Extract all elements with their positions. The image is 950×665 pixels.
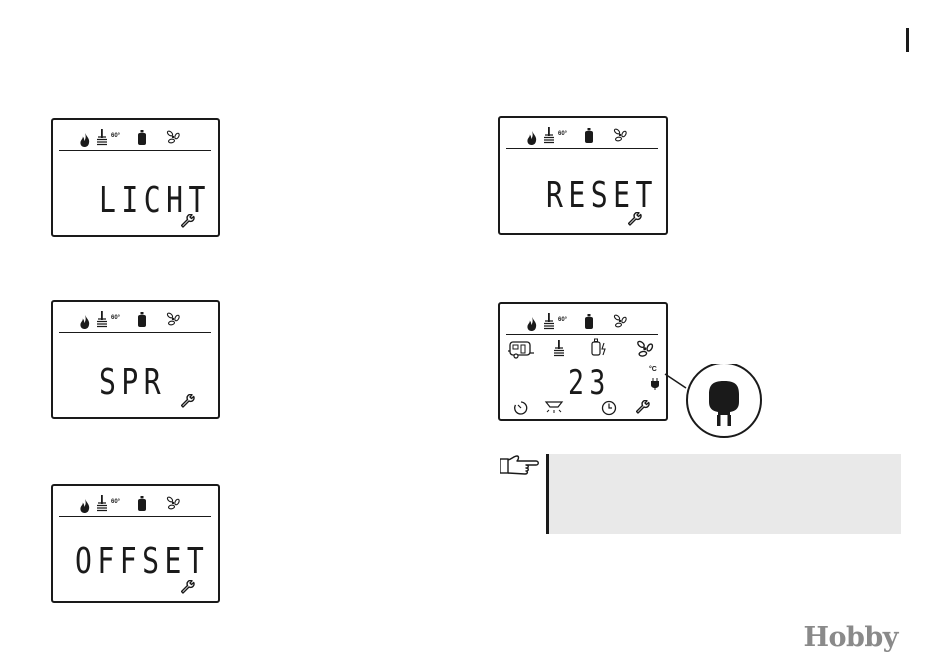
lcd-display-offset: 60° OFFSET — [51, 484, 220, 603]
status-icon-row — [53, 486, 222, 526]
small-plug-icon — [651, 378, 659, 390]
wrench-icon — [628, 212, 644, 228]
lcd-display-spr: 60° SPR — [51, 300, 220, 419]
lcd-text: OFFSET — [75, 544, 209, 580]
gas-bottle-icon — [138, 312, 146, 327]
wrench-icon — [181, 580, 197, 596]
lcd-display-reset: 60° RESET — [498, 116, 668, 235]
fan-icon — [614, 314, 628, 327]
heater-temp-label: 60° — [558, 317, 567, 323]
wrench-icon — [181, 394, 197, 410]
plug-callout — [660, 364, 770, 440]
water-heater-icon — [97, 129, 107, 145]
brand-logo: Hobby — [804, 622, 898, 653]
clock-icon — [600, 399, 618, 417]
divider — [59, 332, 211, 333]
mode-icon-row — [500, 338, 670, 362]
note-box — [546, 454, 901, 534]
water-heater-icon — [97, 495, 107, 511]
heater-temp-label: 60° — [111, 499, 120, 505]
heater-temp-label: 60° — [111, 133, 120, 139]
fan-icon — [167, 312, 181, 325]
heater-temp-label: 60° — [111, 315, 120, 321]
temperature-unit: °C — [649, 366, 657, 373]
fan-icon — [637, 340, 654, 356]
gas-bottle-icon — [585, 314, 593, 329]
gas-bottle-icon — [585, 128, 593, 143]
water-heater-icon — [554, 340, 564, 356]
page-marker — [906, 28, 909, 52]
lcd-text: SPR — [99, 365, 166, 401]
water-heater-icon — [544, 313, 554, 329]
fan-icon — [614, 128, 628, 141]
gas-bottle-icon — [138, 496, 146, 511]
divider — [59, 516, 211, 517]
lcd-display-licht: 60° LICHT — [51, 118, 220, 237]
fan-icon — [167, 496, 181, 509]
water-heater-icon — [544, 127, 554, 143]
divider — [506, 148, 658, 149]
wrench-icon — [181, 214, 197, 230]
pointing-hand-icon — [500, 454, 542, 476]
light-icon — [544, 400, 564, 414]
gas-bottle-icon — [138, 130, 146, 145]
wrench-icon — [636, 400, 652, 416]
water-heater-icon — [97, 311, 107, 327]
flame-icon — [80, 315, 89, 329]
divider — [59, 150, 211, 151]
flame-icon — [527, 131, 536, 145]
caravan-icon — [508, 342, 534, 358]
gas-electric-icon — [592, 339, 605, 355]
timer-icon — [512, 399, 530, 417]
status-icon-row — [53, 120, 222, 160]
flame-icon — [80, 133, 89, 147]
lcd-text: RESET — [546, 178, 658, 214]
flame-icon — [80, 499, 89, 513]
temperature-value: 23 — [568, 366, 611, 400]
status-icon-row — [53, 302, 222, 342]
flame-icon — [527, 317, 536, 331]
lcd-display-main: 60° 23 °C — [498, 302, 668, 421]
divider — [506, 334, 658, 335]
heater-temp-label: 60° — [558, 131, 567, 137]
status-icon-row — [500, 118, 670, 158]
fan-icon — [167, 130, 181, 143]
